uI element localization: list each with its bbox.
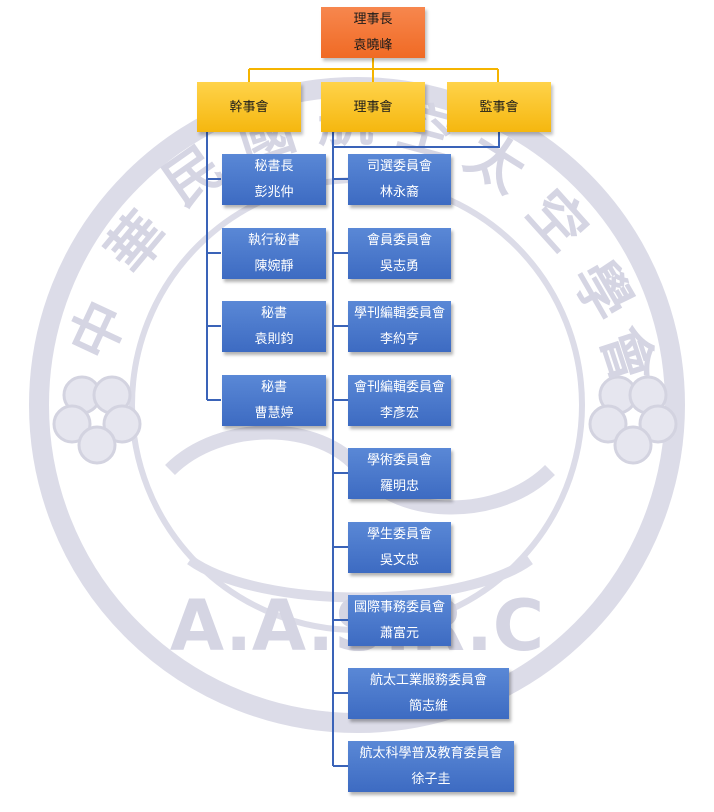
node-title: 學生委員會 (366, 527, 432, 543)
council-label: 幹事會 (229, 99, 269, 115)
secretariat-node: 秘書長 彭兆仲 (222, 154, 326, 205)
council-label: 監事會 (479, 99, 519, 115)
committee-node: 會員委員會 吳志勇 (348, 228, 451, 279)
president-name: 袁曉峰 (353, 37, 393, 53)
node-title: 秘書長 (254, 159, 294, 175)
node-name: 彭兆仲 (254, 184, 294, 200)
committee-node: 司選委員會 林永裔 (348, 154, 451, 205)
node-title: 會員委員會 (366, 233, 432, 249)
committee-node: 學生委員會 吳文忠 (348, 522, 451, 573)
node-name: 蕭富元 (379, 625, 419, 641)
president-node: 理事長 袁曉峰 (321, 7, 425, 58)
committee-node: 學術委員會 羅明忠 (348, 448, 451, 499)
node-name: 李彥宏 (379, 405, 419, 421)
node-title: 司選委員會 (366, 159, 432, 175)
council-node-supervisors: 監事會 (447, 82, 551, 132)
node-title: 學刊編輯委員會 (353, 306, 445, 322)
committee-node: 航太科學普及教育委員會 徐子圭 (348, 741, 514, 792)
council-node-board: 理事會 (321, 82, 425, 132)
council-node-secretariat: 幹事會 (197, 82, 301, 132)
node-title: 學術委員會 (366, 453, 432, 469)
node-name: 吳文忠 (379, 552, 419, 568)
committee-node: 國際事務委員會 蕭富元 (348, 595, 451, 646)
plum-blossom-icon (588, 375, 678, 465)
node-name: 簡志維 (408, 698, 448, 714)
president-title: 理事長 (353, 12, 393, 28)
node-title: 執行秘書 (247, 233, 300, 249)
committee-node: 會刊編輯委員會 李彥宏 (348, 375, 451, 426)
secretariat-node: 執行秘書 陳婉靜 (222, 228, 326, 279)
node-title: 國際事務委員會 (353, 600, 445, 616)
node-title: 秘書 (260, 306, 287, 322)
secretariat-node: 秘書 袁則鈞 (222, 301, 326, 352)
node-name: 吳志勇 (379, 258, 419, 274)
node-name: 徐子圭 (411, 771, 451, 787)
node-title: 會刊編輯委員會 (353, 380, 445, 396)
secretariat-node: 秘書 曹慧婷 (222, 375, 326, 426)
node-title: 航太工業服務委員會 (369, 673, 487, 689)
node-name: 羅明忠 (379, 478, 419, 494)
node-name: 林永裔 (379, 184, 419, 200)
node-name: 袁則鈞 (254, 331, 294, 347)
plum-blossom-icon (52, 375, 142, 465)
node-name: 李約亨 (379, 331, 419, 347)
node-title: 秘書 (260, 380, 287, 396)
committee-node: 學刊編輯委員會 李約亨 (348, 301, 451, 352)
council-label: 理事會 (353, 99, 393, 115)
node-title: 航太科學普及教育委員會 (359, 746, 503, 762)
committee-node: 航太工業服務委員會 簡志維 (348, 668, 509, 719)
node-name: 曹慧婷 (254, 405, 294, 421)
node-name: 陳婉靜 (254, 258, 294, 274)
